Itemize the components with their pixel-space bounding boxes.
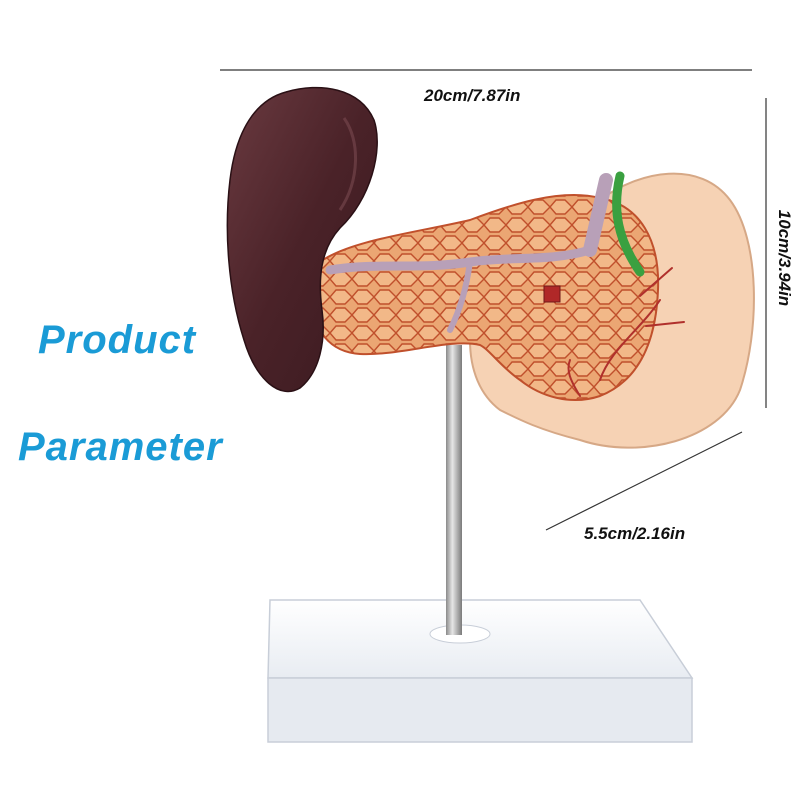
support-rod — [446, 345, 462, 635]
height-dimension-label: 10cm/3.94in — [775, 209, 794, 307]
duct-cutaway — [543, 285, 561, 303]
depth-dimension-line — [545, 431, 743, 531]
model-base — [267, 599, 694, 743]
width-dimension-label: 20cm/7.87in — [424, 86, 521, 105]
spleen — [226, 86, 378, 393]
depth-dimension-label: 5.5cm/2.16in — [584, 524, 686, 543]
heading-parameter: Parameter — [18, 425, 223, 469]
pancreas — [312, 194, 660, 401]
blood-vessels — [325, 171, 685, 397]
heading-product: Product — [38, 318, 197, 362]
